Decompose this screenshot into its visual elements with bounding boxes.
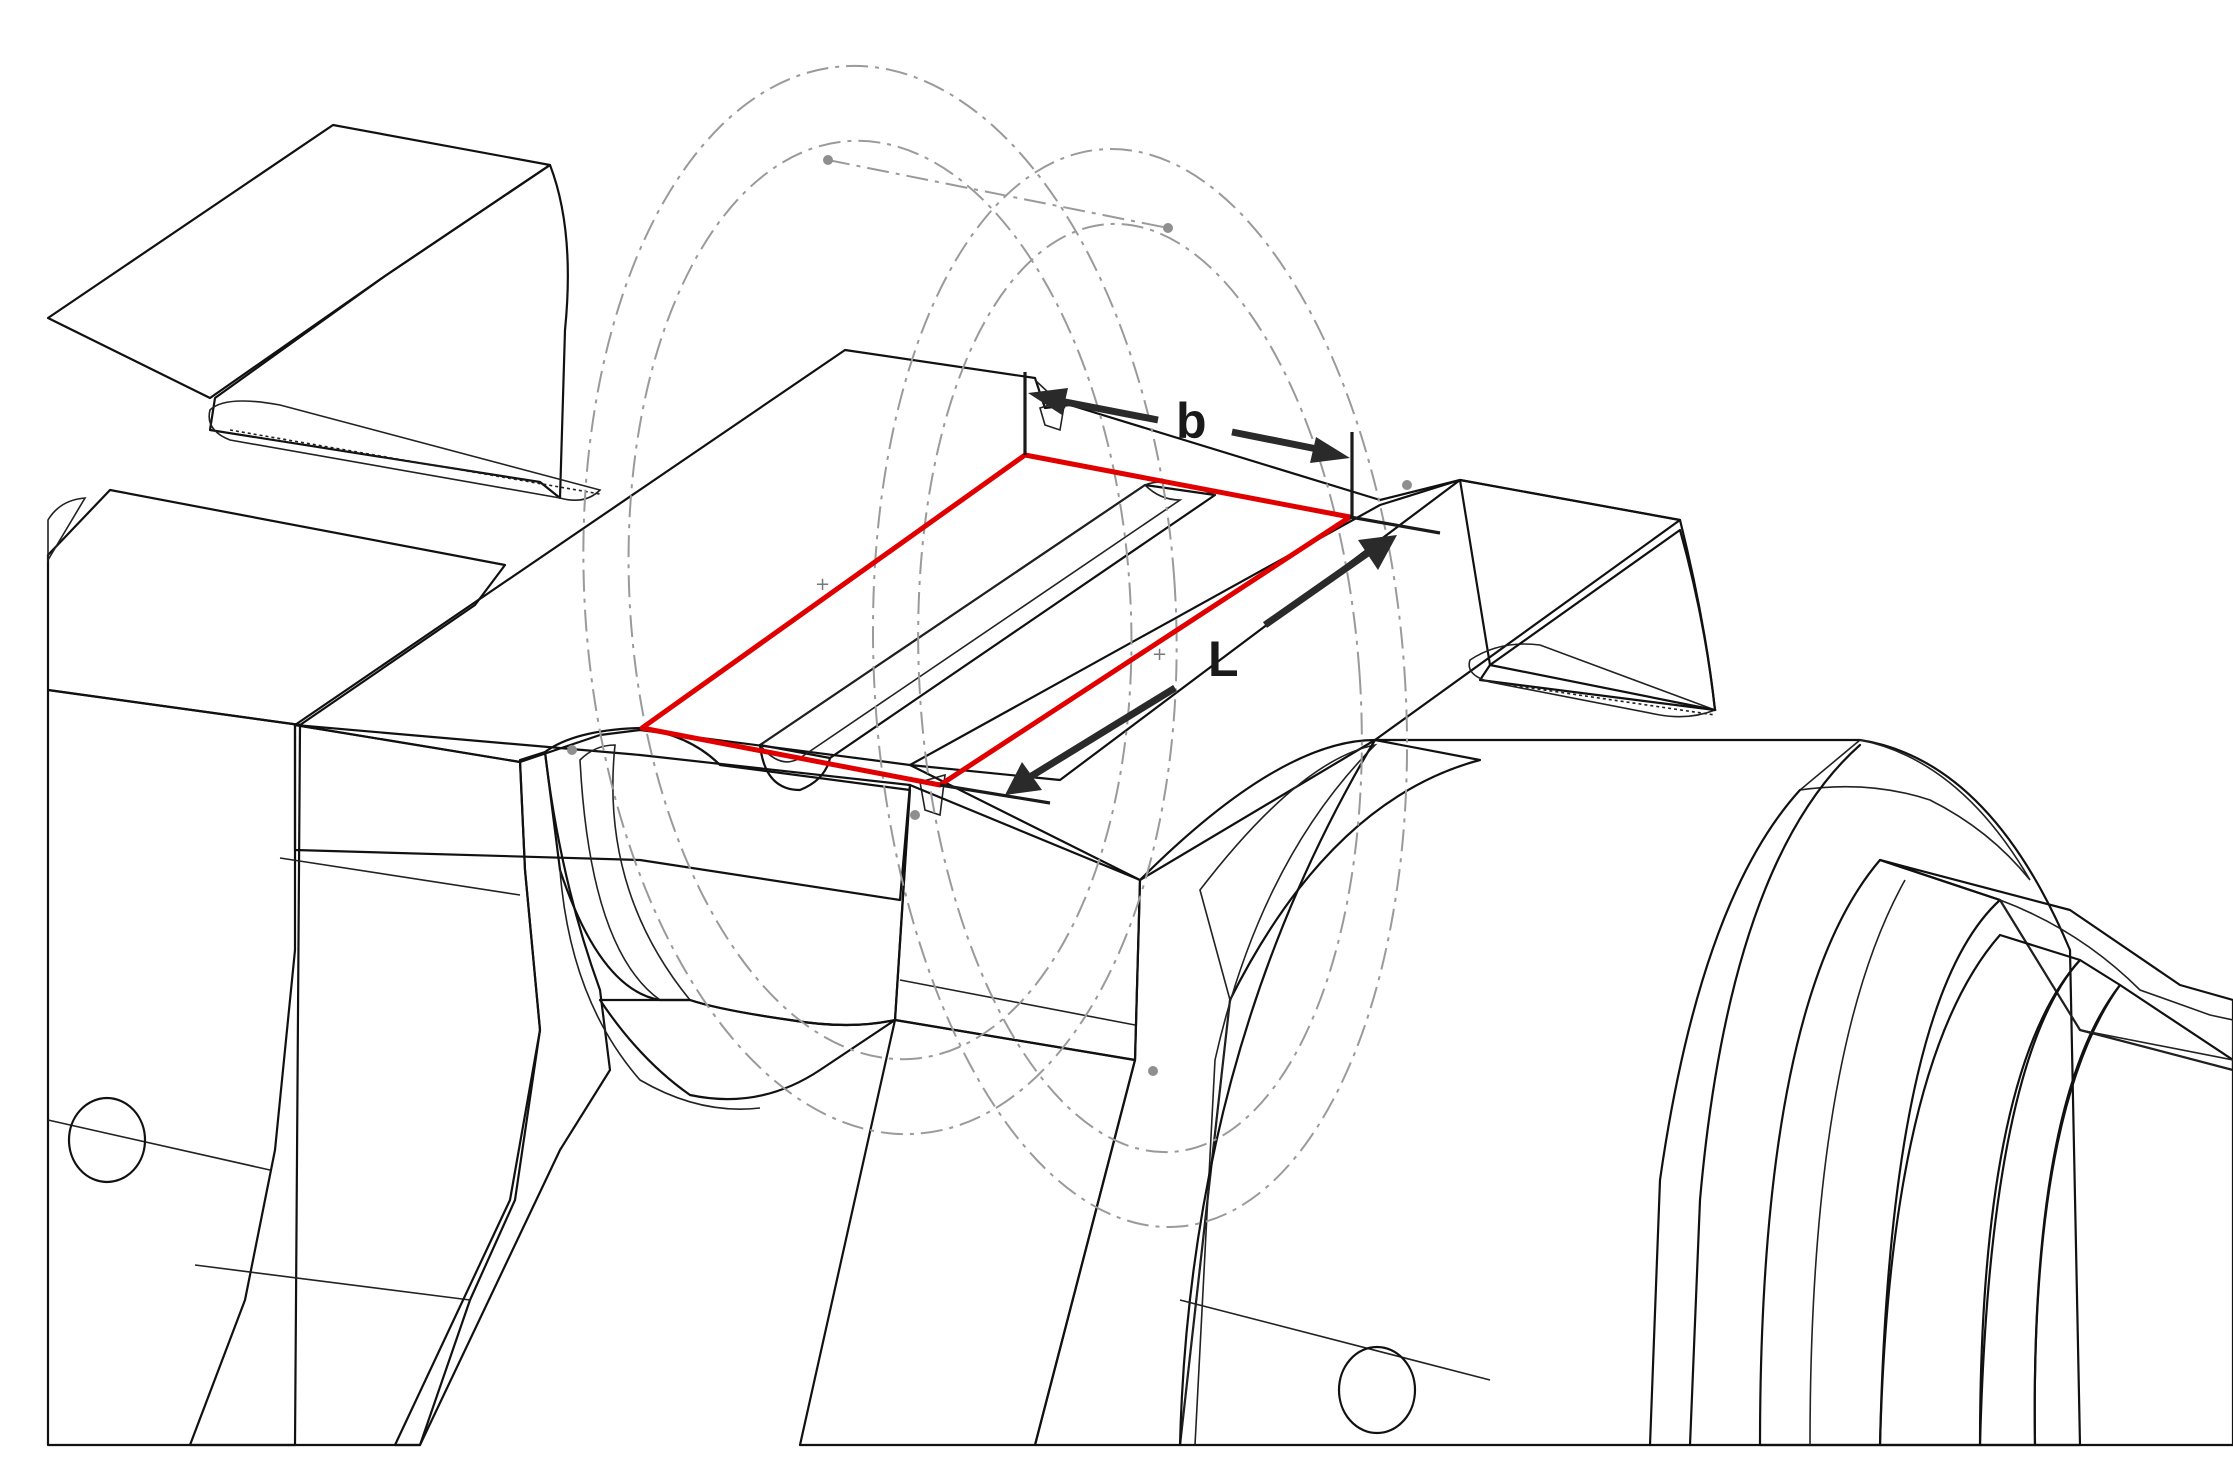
upper-left-flange [46,123,602,501]
right-shaft [1178,738,2233,1447]
right-journal-block [798,478,1718,1447]
dimension-l: L [939,515,1441,805]
svg-text:+: + [815,574,830,595]
contact-area-outline [639,452,1353,788]
svg-text:+: + [1152,644,1167,665]
central-journal-block [293,348,1462,1110]
left-shoulder-block [46,488,507,1447]
dimension-b-label: b [1176,393,1207,449]
left-crank-web [188,723,612,1447]
construction-circles: + + [567,64,1412,1229]
oil-hole-right-icon [1337,1345,1417,1435]
dimension-b: b [1023,372,1354,517]
oil-hole-left-icon [67,1096,147,1184]
dimension-l-label: L [1208,631,1239,687]
